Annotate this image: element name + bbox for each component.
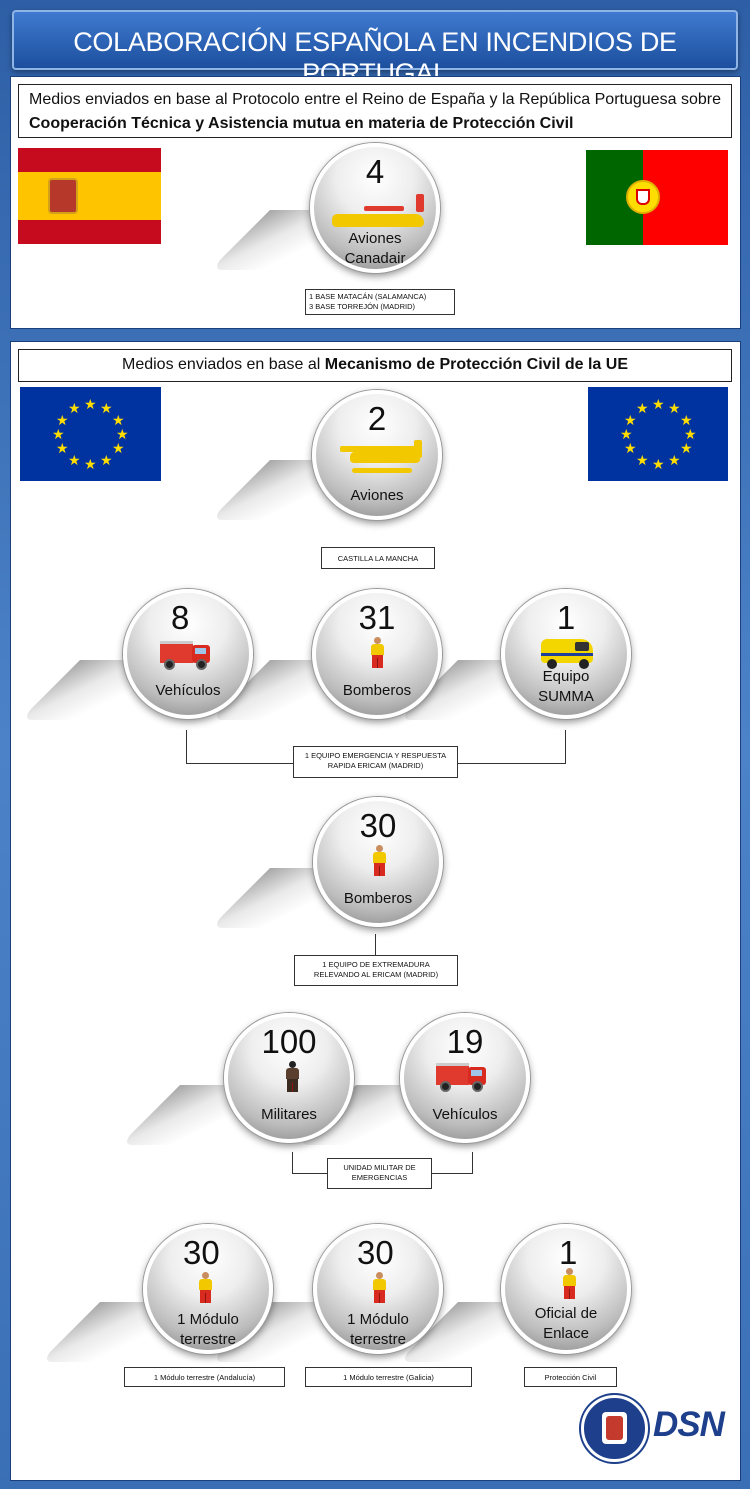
ericam-bomberos-label: Bomberos xyxy=(342,682,412,699)
eu-header: Medios enviados en base al Mecanismo de … xyxy=(18,349,732,382)
planes-count: 2 xyxy=(367,400,387,437)
liaison-officer-circle: 1 Oficial de Enlace xyxy=(501,1224,631,1354)
extremadura-tag-line2: RELEVANDO AL ERICAM (MADRID) xyxy=(313,970,439,979)
extremadura-label: Bomberos xyxy=(343,890,413,907)
dsn-logo-text: DSN xyxy=(653,1405,725,1444)
canadair-label-2: Canadair xyxy=(344,250,406,267)
module-galicia-circle: 30 1 Módulo terrestre xyxy=(313,1224,443,1354)
module-galicia-count: 30 xyxy=(357,1234,394,1271)
module-andalucia-count: 30 xyxy=(183,1234,220,1271)
summa-count: 1 xyxy=(556,599,576,636)
eu-flag-left: ★★★★★★★★★★★★ xyxy=(20,387,161,481)
summa-label-1: Equipo xyxy=(542,668,590,685)
bracket-line xyxy=(457,763,566,764)
liaison-officer-label-2: Enlace xyxy=(543,1325,589,1342)
protocol-intro-bold: Cooperación Técnica y Asistencia mutua e… xyxy=(29,115,574,132)
eu-intro: Medios enviados en base al xyxy=(122,356,325,373)
ericam-tag-line2: RAPIDA ERICAM (MADRID) xyxy=(327,761,424,770)
liaison-officer-tag: Protección Civil xyxy=(524,1367,617,1387)
ume-militares-count: 100 xyxy=(261,1023,317,1060)
protocol-header: Medios enviados en base al Protocolo ent… xyxy=(18,84,732,138)
connector-line xyxy=(375,934,376,956)
summa-label-2: SUMMA xyxy=(538,688,594,705)
dsn-seal-icon xyxy=(581,1395,648,1462)
title-banner: COLABORACIÓN ESPAÑOLA EN INCENDIOS DE PO… xyxy=(12,10,738,88)
canadair-tag-line2: 3 BASE TORREJÓN (MADRID) xyxy=(309,302,415,311)
summa-circle: 1 Equipo SUMMA xyxy=(501,589,631,719)
bracket-line xyxy=(565,730,566,764)
firefighter-icon xyxy=(371,1272,389,1304)
ume-tag-line1: UNIDAD MILITAR DE xyxy=(343,1163,416,1172)
extremadura-count: 30 xyxy=(359,807,397,844)
spain-flag xyxy=(18,148,161,244)
bracket-line xyxy=(292,1173,328,1174)
canadair-count: 4 xyxy=(365,153,385,190)
ericam-tag-line1: 1 EQUIPO EMERGENCIA Y RESPUESTA xyxy=(304,751,447,760)
firefighter-icon xyxy=(197,1272,215,1304)
ericam-bomberos-count: 31 xyxy=(358,599,396,636)
portugal-flag xyxy=(586,150,728,245)
module-galicia-label-2: terrestre xyxy=(350,1331,406,1348)
ambulance-van-icon xyxy=(541,635,595,669)
ume-vehicles-circle: 19 Vehículos xyxy=(400,1013,530,1143)
ume-vehicles-label: Vehículos xyxy=(432,1106,498,1123)
fire-truck-icon xyxy=(160,641,216,673)
bracket-line xyxy=(472,1152,473,1174)
bracket-line xyxy=(292,1152,293,1174)
ume-militares-label: Militares xyxy=(261,1106,317,1123)
bracket-line xyxy=(432,1173,473,1174)
protocol-intro: Medios enviados en base al Protocolo ent… xyxy=(29,91,721,108)
ume-tag: UNIDAD MILITAR DE EMERGENCIAS xyxy=(327,1158,432,1189)
planes-tag: CASTILLA LA MANCHA xyxy=(321,547,435,569)
module-andalucia-tag: 1 Módulo terrestre (Andalucía) xyxy=(124,1367,285,1387)
bracket-line xyxy=(186,730,187,764)
ericam-vehicles-circle: 8 Vehículos xyxy=(123,589,253,719)
canadair-label-1: Aviones xyxy=(348,230,402,247)
coat-of-arms-icon xyxy=(48,178,78,214)
canadair-plane-icon xyxy=(322,192,432,232)
canadair-circle: 4 Aviones Canadair xyxy=(310,143,440,273)
ericam-vehicles-label: Vehículos xyxy=(155,682,221,699)
fire-truck-icon xyxy=(436,1063,492,1095)
firefighter-icon xyxy=(561,1268,579,1300)
planes-circle: 2 Aviones xyxy=(312,390,442,520)
module-andalucia-circle: 30 1 Módulo terrestre xyxy=(143,1224,273,1354)
eu-flag-right: ★★★★★★★★★★★★ xyxy=(588,387,728,481)
ericam-bomberos-circle: 31 Bomberos xyxy=(312,589,442,719)
extremadura-tag-line1: 1 EQUIPO DE EXTREMADURA xyxy=(322,960,430,969)
armillary-sphere-icon xyxy=(626,180,660,214)
canadair-tag-line1: 1 BASE MATACÁN (SALAMANCA) xyxy=(309,292,427,301)
air-tractor-plane-icon xyxy=(330,436,430,482)
ericam-tag: 1 EQUIPO EMERGENCIA Y RESPUESTA RAPIDA E… xyxy=(293,746,458,778)
ume-vehicles-count: 19 xyxy=(446,1023,484,1060)
liaison-officer-label-1: Oficial de xyxy=(534,1305,598,1322)
eu-intro-bold: Mecanismo de Protección Civil de la UE xyxy=(324,356,628,373)
ericam-vehicles-count: 8 xyxy=(171,599,190,636)
ume-tag-line2: EMERGENCIAS xyxy=(351,1173,408,1182)
module-andalucia-label-1: 1 Módulo xyxy=(177,1311,239,1328)
canadair-tag: 1 BASE MATACÁN (SALAMANCA) 3 BASE TORREJ… xyxy=(305,289,455,315)
liaison-officer-count: 1 xyxy=(559,1234,578,1271)
page-title: COLABORACIÓN ESPAÑOLA EN INCENDIOS DE PO… xyxy=(73,27,677,88)
firefighter-icon xyxy=(371,845,389,877)
bracket-line xyxy=(186,763,294,764)
soldier-icon xyxy=(284,1061,302,1093)
module-galicia-label-1: 1 Módulo xyxy=(347,1311,409,1328)
module-andalucia-label-2: terrestre xyxy=(180,1331,236,1348)
ume-militares-circle: 100 Militares xyxy=(224,1013,354,1143)
planes-label: Aviones xyxy=(350,487,404,504)
extremadura-circle: 30 Bomberos xyxy=(313,797,443,927)
module-galicia-tag: 1 Módulo terrestre (Galicia) xyxy=(305,1367,472,1387)
extremadura-tag: 1 EQUIPO DE EXTREMADURA RELEVANDO AL ERI… xyxy=(294,955,458,986)
firefighter-icon xyxy=(369,637,387,669)
